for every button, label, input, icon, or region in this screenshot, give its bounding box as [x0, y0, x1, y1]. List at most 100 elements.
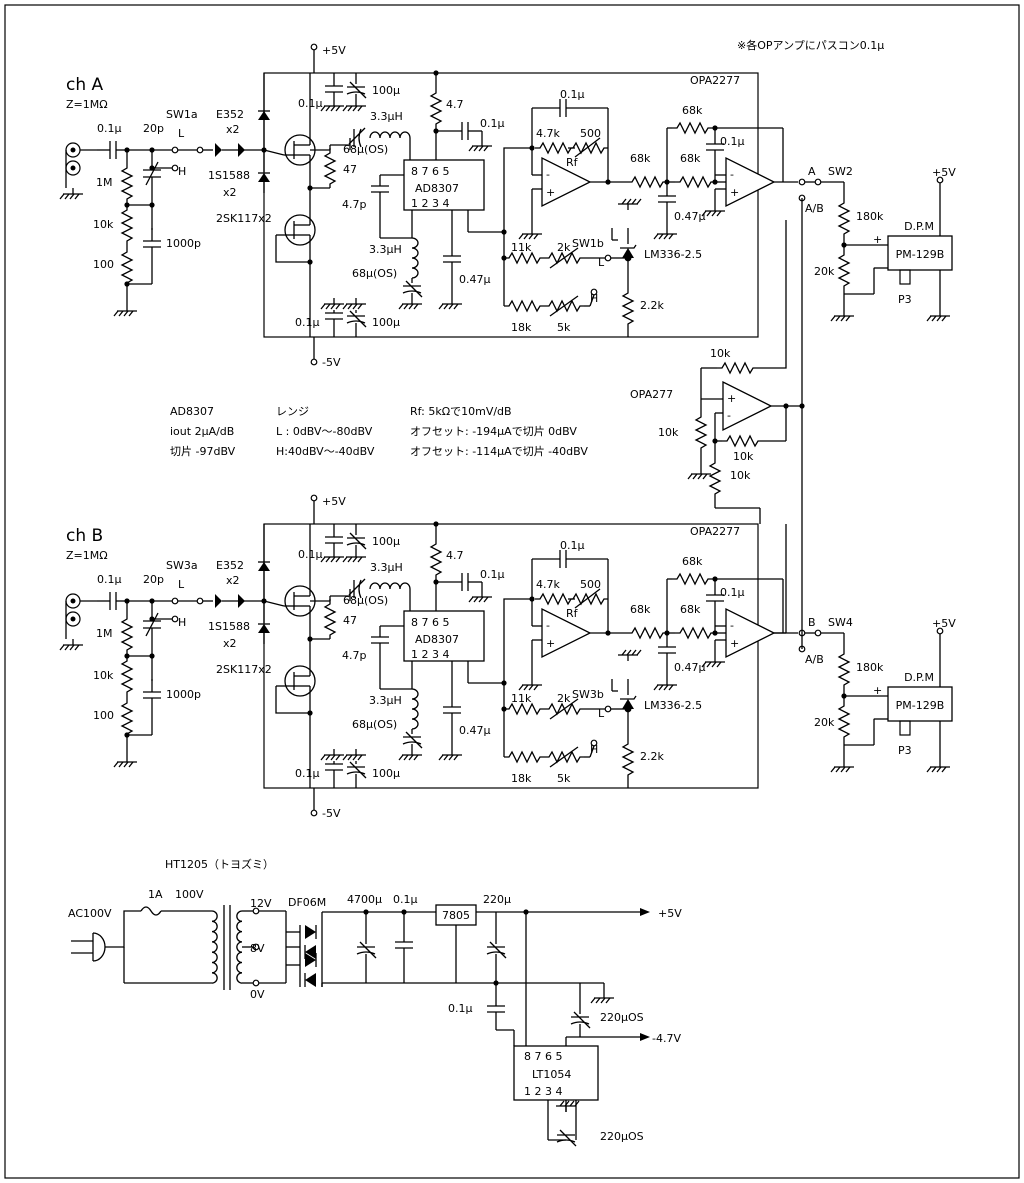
- ad8307-chip: [403, 610, 485, 662]
- prot-count: x2: [223, 186, 237, 199]
- junction-dot: [523, 909, 529, 915]
- opamp-mixer: [722, 381, 772, 431]
- c-pin-label: 0.1μ: [480, 117, 505, 130]
- out-neg-label: -4.7V: [652, 1032, 681, 1045]
- terminal: [798, 178, 806, 186]
- reg-label: 7805: [442, 909, 470, 922]
- prot-label: 1S1588: [208, 169, 250, 182]
- wire: [757, 220, 787, 369]
- r-a-label: 68k: [630, 603, 651, 616]
- divider-capacitor: [142, 678, 162, 712]
- c-fb-label: 4.7p: [342, 649, 366, 662]
- c-rail-a: 0.1μ: [298, 97, 323, 110]
- ground-symbol: [830, 760, 855, 773]
- source-resistor: [324, 147, 336, 189]
- c-out-label: 0.47μ: [459, 273, 491, 286]
- meter-model: PM-129B: [896, 248, 945, 261]
- meter-plus: +: [873, 233, 882, 246]
- mixer-feedback: [721, 435, 763, 447]
- c-220-label: 220μ: [483, 893, 511, 906]
- c-big-label: 4700μ: [347, 893, 382, 906]
- protect-diode: [258, 562, 270, 571]
- terminal: [814, 178, 822, 186]
- resistor-10k: [121, 204, 133, 246]
- filter-resistor: [674, 627, 716, 639]
- switch-pos-l: L: [178, 127, 185, 140]
- c-trim-label: 20p: [143, 122, 164, 135]
- ground-symbol: [518, 227, 543, 240]
- channel-title: ch A: [66, 75, 104, 95]
- vr-off-b: 5k: [557, 772, 571, 785]
- c-rf-label: 0.1μ: [560, 539, 585, 552]
- spec-note: オフセット: -194μAで切片 0dBV: [410, 425, 577, 438]
- meter-supply: +5V: [932, 617, 956, 630]
- c-rail-b: 100μ: [372, 84, 400, 97]
- protect-diode: [258, 111, 270, 120]
- r-10k-label: 10k: [93, 669, 114, 682]
- c-lp-b: 0.47μ: [674, 210, 706, 223]
- wire: [549, 746, 579, 768]
- spec-note: AD8307: [170, 405, 214, 418]
- resistor-1m: [121, 162, 133, 204]
- junction-dot: [307, 185, 313, 191]
- ref-label: LM336-2.5: [644, 248, 702, 261]
- out-pos-b: A/B: [805, 653, 824, 666]
- opamp-plus: +: [730, 637, 739, 650]
- opamp-plus: +: [546, 637, 555, 650]
- c-lp-a: 0.1μ: [720, 135, 745, 148]
- diode-label: E352: [216, 108, 244, 121]
- terminal: [814, 629, 822, 637]
- junction-dot: [433, 579, 439, 585]
- c-lp-b: 0.47μ: [674, 661, 706, 674]
- ind-b-label: 3.3μH: [369, 243, 402, 256]
- meter-r-bot: 20k: [814, 265, 835, 278]
- junction-dot: [124, 653, 130, 659]
- junction-dot: [501, 706, 507, 712]
- wire: [589, 294, 595, 307]
- mixer-opamp-label: OPA277: [630, 388, 673, 401]
- junction-dot: [605, 630, 611, 636]
- r-rf-label: 4.7k: [536, 127, 560, 140]
- inv-pins-bottom: 1 2 3 4: [524, 1085, 562, 1098]
- ground-symbol: [342, 550, 367, 563]
- c-rail-a: 0.1μ: [298, 548, 323, 561]
- junction-dot: [307, 710, 313, 716]
- ic-pins-top: 8 7 6 5: [411, 616, 449, 629]
- ic-name: AD8307: [415, 182, 459, 195]
- junction-dot: [605, 179, 611, 185]
- rect-diode: [305, 945, 316, 959]
- inductor: [411, 688, 419, 730]
- spec-note: H:40dBV～-40dBV: [276, 445, 375, 458]
- meter-label: D.P.M: [904, 671, 934, 684]
- sw-rng-h: H: [590, 743, 598, 756]
- fuse-label: 1A: [148, 888, 163, 901]
- junction-dot: [124, 202, 130, 208]
- ind-a-label: 3.3μH: [370, 110, 403, 123]
- sw-rng-l: L: [598, 256, 605, 269]
- neg-rail-label: -5V: [322, 807, 341, 820]
- meter-pin: [899, 269, 911, 285]
- channel-box: [263, 72, 759, 338]
- rf-label: Rf: [566, 607, 579, 620]
- v12-label: 12V: [250, 897, 272, 910]
- inductor: [369, 582, 411, 590]
- wire: [275, 686, 310, 714]
- c-lp-a: 0.1μ: [720, 586, 745, 599]
- r-c-label: 68k: [682, 104, 703, 117]
- meter-resistor-180k: [838, 648, 850, 690]
- c-rail-d: 100μ: [372, 767, 400, 780]
- ground-symbol: [590, 991, 615, 1004]
- opamp-label: OPA2277: [690, 74, 740, 87]
- reference-resistor: [622, 738, 634, 780]
- junction-dot: [149, 165, 155, 171]
- switch-pos-l: L: [178, 578, 185, 591]
- pos-rail-label: +5V: [322, 495, 346, 508]
- c-b-label: 0.1μ: [448, 1002, 473, 1015]
- wire: [275, 235, 310, 263]
- junction-dot: [625, 706, 631, 712]
- junction-dot: [799, 403, 805, 409]
- ground-symbol: [653, 678, 678, 691]
- junction-dot: [149, 202, 155, 208]
- diode-count: x2: [226, 574, 240, 587]
